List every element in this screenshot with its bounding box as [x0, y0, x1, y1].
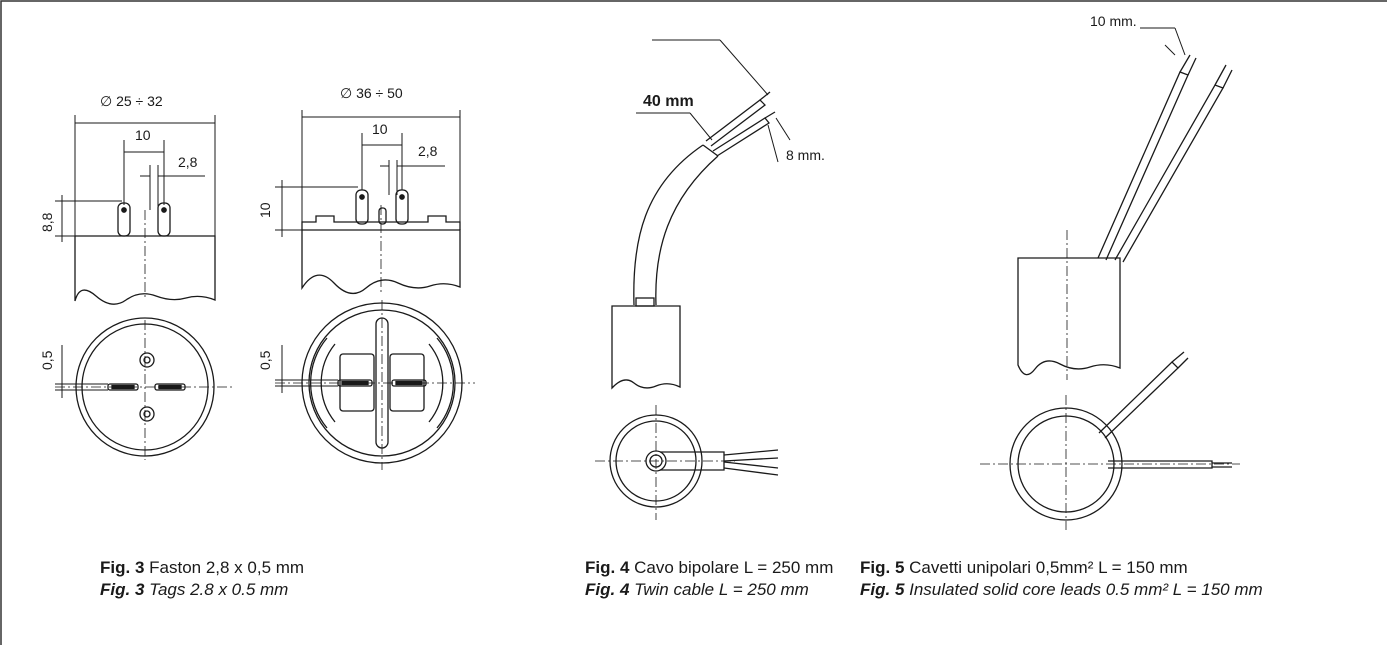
fig3-caption: Fig. 3 Faston 2,8 x 0,5 mm Fig. 3 Tags 2… [100, 557, 304, 601]
fig3-tab-width-label-right: 2,8 [418, 143, 438, 159]
fig3-height-label-right: 10 [257, 202, 273, 218]
fig4-caption-english-number: Fig. 4 [585, 580, 630, 599]
fig4-bare-length-label: 8 mm. [786, 147, 825, 163]
fig3-small-capacitor-side-view [55, 115, 216, 305]
fig3-diameter-label-left: ∅ 25 ÷ 32 [100, 93, 163, 109]
fig4-caption-italian: Fig. 4 Cavo bipolare L = 250 mm [585, 557, 833, 579]
fig4-strip-length-label: 40 mm [643, 93, 694, 110]
fig4-twin-cable-capacitor-side-view [611, 39, 791, 390]
fig5-caption-italian-text: Cavetti unipolari 0,5mm² L = 150 mm [904, 558, 1188, 577]
fig3-small-capacitor-bottom-view [55, 317, 235, 460]
fig4-caption: Fig. 4 Cavo bipolare L = 250 mm Fig. 4 T… [585, 557, 833, 601]
fig4-caption-italian-number: Fig. 4 [585, 558, 630, 577]
fig5-caption-english: Fig. 5 Insulated solid core leads 0.5 mm… [860, 579, 1263, 601]
fig4-twin-cable-capacitor-bottom-view [595, 405, 779, 520]
fig5-caption-italian-number: Fig. 5 [860, 558, 905, 577]
fig3-height-label-left: 8,8 [39, 212, 55, 232]
fig3-thickness-label-left: 0,5 [39, 350, 55, 370]
fig4-caption-english: Fig. 4 Twin cable L = 250 mm [585, 579, 833, 601]
fig3-pitch-label-right: 10 [372, 121, 388, 137]
fig5-caption: Fig. 5 Cavetti unipolari 0,5mm² L = 150 … [860, 557, 1263, 601]
fig3-tab-width-label-left: 2,8 [178, 154, 198, 170]
fig5-caption-english-text: Insulated solid core leads 0.5 mm² L = 1… [904, 580, 1263, 599]
fig5-single-core-capacitor-bottom-view [980, 351, 1240, 530]
fig3-caption-italian-text: Faston 2,8 x 0,5 mm [144, 558, 305, 577]
fig4-caption-english-text: Twin cable L = 250 mm [629, 580, 809, 599]
fig5-bare-length-label: 10 mm. [1090, 13, 1137, 29]
fig3-caption-english-text: Tags 2.8 x 0.5 mm [144, 580, 289, 599]
fig3-thickness-label-right: 0,5 [257, 350, 273, 370]
fig5-caption-english-number: Fig. 5 [860, 580, 905, 599]
fig3-pitch-label-left: 10 [135, 127, 151, 143]
fig3-diameter-label-right: ∅ 36 ÷ 50 [340, 85, 403, 101]
fig5-single-core-capacitor-side-view [1017, 27, 1233, 380]
fig3-large-capacitor-bottom-view [275, 300, 475, 470]
fig3-caption-english: Fig. 3 Tags 2.8 x 0.5 mm [100, 579, 304, 601]
fig3-caption-italian-number: Fig. 3 [100, 558, 145, 577]
fig3-caption-italian: Fig. 3 Faston 2,8 x 0,5 mm [100, 557, 304, 579]
fig3-large-capacitor-side-view [275, 110, 461, 295]
fig3-caption-english-number: Fig. 3 [100, 580, 145, 599]
fig5-caption-italian: Fig. 5 Cavetti unipolari 0,5mm² L = 150 … [860, 557, 1263, 579]
fig4-caption-italian-text: Cavo bipolare L = 250 mm [629, 558, 834, 577]
